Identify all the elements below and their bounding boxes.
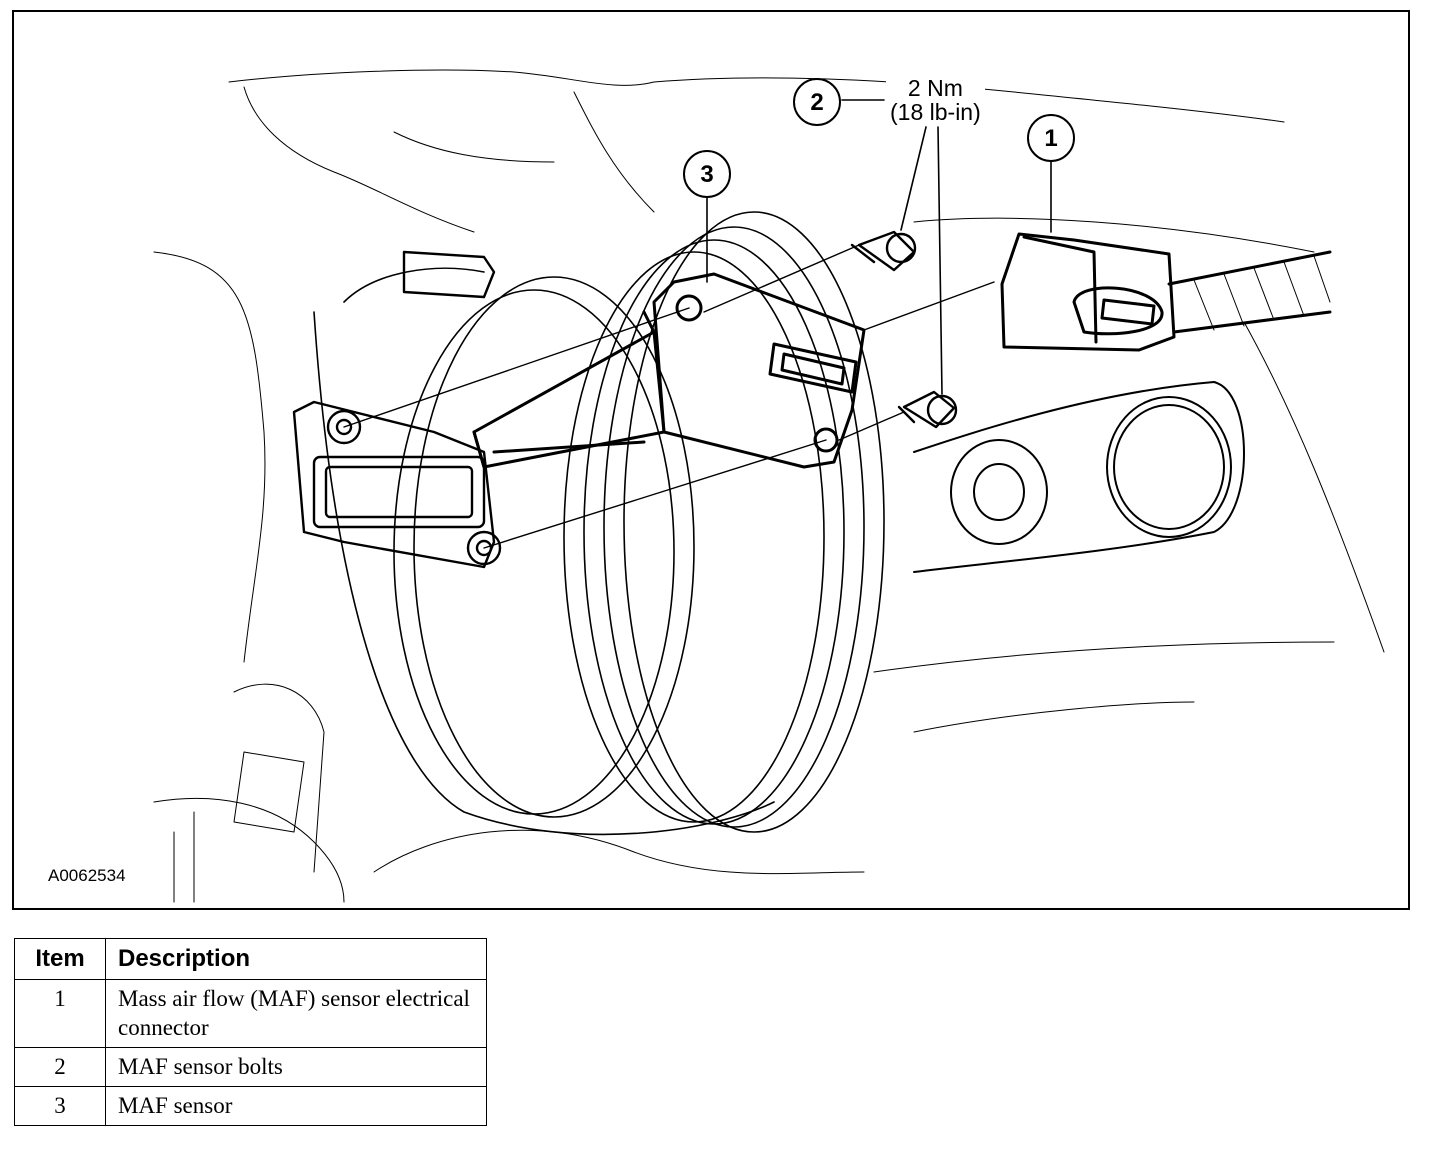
callout-1: 1 bbox=[1027, 114, 1075, 162]
legend-item-description: MAF sensor bbox=[105, 1086, 487, 1126]
figure-id: A0062534 bbox=[44, 866, 130, 886]
engine-bracket bbox=[913, 381, 1245, 573]
table-row: 2 MAF sensor bolts bbox=[14, 1047, 487, 1087]
duct-flange bbox=[292, 250, 502, 569]
legend-header-description: Description bbox=[105, 938, 487, 980]
figure-frame: 2 3 1 2 Nm (18 lb-in) A0062534 bbox=[12, 10, 1410, 910]
legend-item-number: 1 bbox=[14, 979, 106, 1048]
legend-header-item: Item bbox=[14, 938, 106, 980]
callout-leaders bbox=[706, 99, 1052, 395]
table-row: 1 Mass air flow (MAF) sensor electrical … bbox=[14, 979, 487, 1048]
engine-background bbox=[153, 69, 1385, 903]
maf-sensor-body bbox=[472, 272, 866, 469]
legend-item-number: 2 bbox=[14, 1047, 106, 1087]
air-duct bbox=[313, 211, 885, 836]
maf-sensor-illustration bbox=[153, 69, 1385, 903]
torque-spec: 2 Nm (18 lb-in) bbox=[886, 76, 985, 124]
legend-table: Item Description 1 Mass air flow (MAF) s… bbox=[14, 938, 487, 1126]
torque-value: 2 Nm bbox=[907, 75, 963, 101]
legend-header-row: Item Description bbox=[14, 938, 487, 980]
electrical-connector bbox=[1000, 232, 1332, 352]
maf-sensor-bolts bbox=[850, 230, 958, 429]
torque-imperial: (18 lb-in) bbox=[890, 99, 981, 125]
callout-2: 2 bbox=[793, 78, 841, 126]
legend-item-number: 3 bbox=[14, 1086, 106, 1126]
legend-item-description: MAF sensor bolts bbox=[105, 1047, 487, 1087]
table-row: 3 MAF sensor bbox=[14, 1086, 487, 1126]
callout-3: 3 bbox=[683, 150, 731, 198]
legend-item-description: Mass air flow (MAF) sensor electrical co… bbox=[105, 979, 487, 1048]
alignment-lines bbox=[343, 244, 995, 549]
